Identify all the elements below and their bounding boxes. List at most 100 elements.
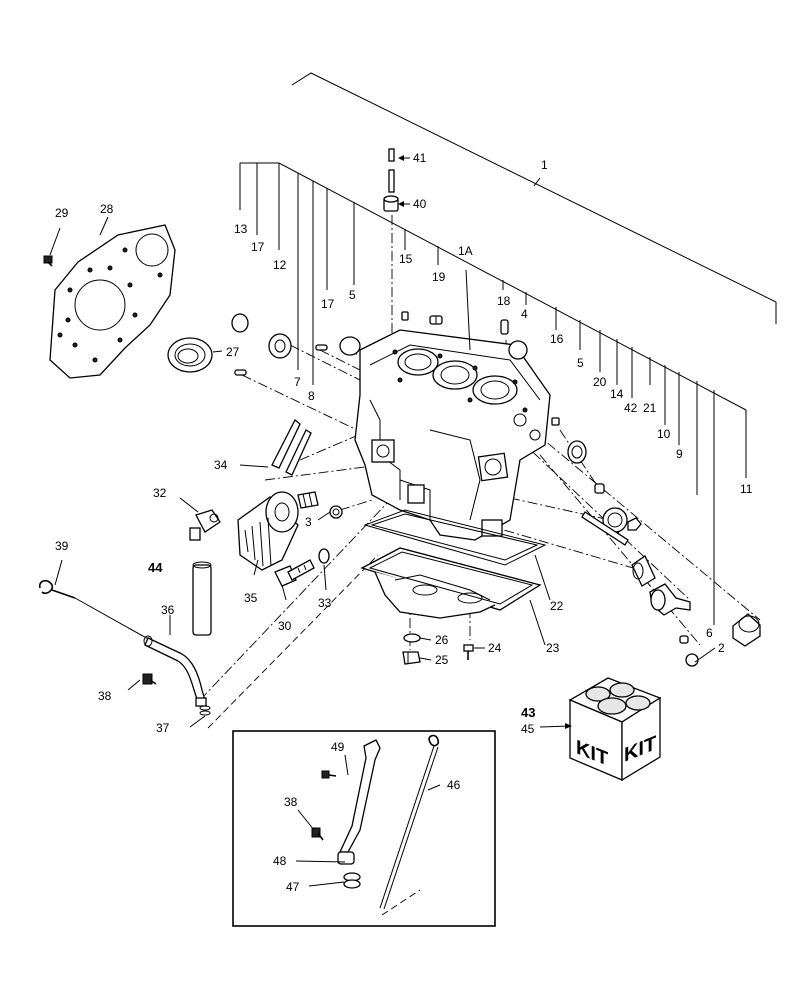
label-29: 29: [55, 206, 69, 220]
bolt-29: [43, 255, 53, 267]
washer-3: [329, 505, 343, 519]
bearing-12: [268, 333, 292, 359]
oil-seal-27: [167, 337, 213, 373]
label-15: 15: [399, 252, 413, 266]
tube-7-8: [271, 418, 312, 476]
label-41: 41: [413, 151, 427, 165]
plug-13: [231, 313, 249, 333]
fitting-32: [189, 509, 221, 541]
inset-bolt-49: [321, 770, 337, 779]
oil-filter: [237, 491, 299, 571]
label-10: 10: [657, 427, 671, 441]
stud-21: [581, 511, 629, 546]
label-44: 44: [148, 560, 163, 575]
label-13: 13: [234, 222, 248, 236]
label-24: 24: [488, 641, 502, 655]
label-3: 3: [305, 515, 312, 529]
pin-17a: [234, 369, 247, 376]
plug-20: [594, 483, 605, 494]
inset-guide-tube: [337, 739, 381, 865]
label-8: 8: [308, 389, 315, 403]
label-34: 34: [214, 458, 228, 472]
pin-6: [679, 635, 689, 644]
label-16: 16: [550, 332, 564, 346]
label-35: 35: [244, 591, 258, 605]
label-45: 45: [521, 722, 535, 736]
plug-25: [402, 651, 421, 665]
label-20: 20: [593, 375, 607, 389]
label-17a: 17: [251, 240, 265, 254]
arrowheads: [398, 155, 572, 729]
label-19: 19: [432, 270, 446, 284]
plate-holes: [57, 247, 163, 363]
label-21: 21: [643, 401, 657, 415]
cylinder-block: [354, 329, 551, 541]
plug-19: [429, 315, 443, 325]
label-30: 30: [278, 619, 292, 633]
valve-10: [631, 555, 656, 587]
label-11: 11: [740, 482, 753, 496]
label-48: 48: [273, 854, 287, 868]
plug-4: [508, 340, 528, 360]
assembly-bracket: [291, 72, 777, 324]
label-2: 2: [718, 641, 725, 655]
label-14: 14: [610, 387, 624, 401]
kit-box-contents: [585, 682, 651, 715]
label-7: 7: [294, 375, 301, 389]
label-1: 1: [541, 158, 548, 172]
washer-26: [403, 633, 421, 643]
label-18: 18: [497, 294, 511, 308]
label-36: 36: [161, 603, 175, 617]
part-labels: 1 1A 41 40 29 28 13 17 12 17 5 15 19 18 …: [55, 151, 753, 894]
label-23: 23: [546, 641, 560, 655]
oil-pan-gasket: [363, 509, 547, 566]
label-25: 25: [435, 653, 449, 667]
seal-5b: [567, 440, 587, 464]
label-9: 9: [676, 447, 683, 461]
label-17b: 17: [321, 297, 335, 311]
kit-box: KIT KIT: [568, 677, 662, 782]
label-38b: 38: [284, 795, 298, 809]
label-5a: 5: [349, 288, 356, 302]
label-42: 42: [624, 401, 638, 415]
seal-37: [199, 705, 211, 716]
label-46: 46: [447, 778, 461, 792]
label-43: 43: [521, 705, 535, 720]
dipstick-39: [38, 579, 151, 641]
sleeve-40: [383, 195, 399, 212]
plug-34: [297, 491, 319, 509]
seal-11: [732, 613, 761, 647]
pin-18: [500, 319, 509, 335]
plug-2: [685, 653, 699, 667]
inset-dipstick-46: [379, 734, 440, 910]
inset-bolt-38: [311, 827, 324, 841]
label-37: 37: [156, 721, 170, 735]
label-39: 39: [55, 539, 69, 553]
dipstick-guide-36: [143, 635, 207, 707]
label-5b: 5: [577, 356, 584, 370]
label-33: 33: [318, 596, 332, 610]
label-49: 49: [331, 740, 345, 754]
bolt-38a: [142, 673, 157, 685]
label-4: 4: [521, 307, 528, 321]
label-28: 28: [100, 202, 114, 216]
o-ring-33: [318, 548, 330, 564]
label-27: 27: [226, 345, 240, 359]
bolt-30: [274, 559, 315, 587]
plug-5a: [339, 336, 361, 356]
nut-42: [627, 517, 642, 531]
label-32: 32: [153, 486, 167, 500]
label-22: 22: [550, 599, 564, 613]
inset-detail: [232, 730, 496, 927]
label-1a: 1A: [458, 244, 473, 258]
pin-41: [388, 148, 395, 193]
assembly-centerlines: [199, 215, 761, 916]
sub-bracket: [239, 162, 747, 625]
pin-17b: [315, 344, 328, 351]
tube-44: [192, 561, 212, 636]
bolt-24: [463, 644, 474, 660]
pin-16: [551, 417, 560, 426]
label-12: 12: [273, 258, 287, 272]
label-6: 6: [706, 626, 713, 640]
